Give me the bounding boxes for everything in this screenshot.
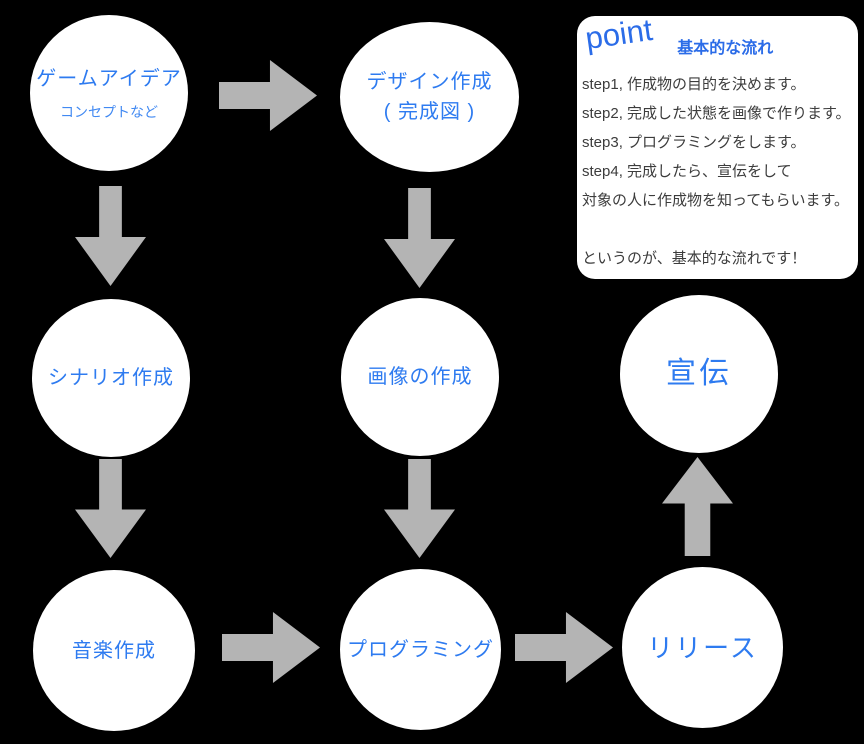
node-release: リリース [622,567,783,728]
point-subtitle: 基本的な流れ [677,40,774,57]
arrow-right-idea-to-design [219,60,317,131]
arrow-down-image-to-programming [384,459,455,558]
node-design: デザイン作成 ( 完成図 ) [340,22,519,172]
point-step-line: step4, 完成したら、宣伝をして [582,163,792,180]
point-steps: step1, 作成物の目的を決めます。 step2, 完成した状態を画像で作りま… [582,70,853,273]
arrow-down-scenario-to-music [75,459,146,558]
node-programming: プログラミング [340,569,501,730]
node-music: 音楽作成 [33,570,195,731]
point-step-line: step3, プログラミングをします。 [582,134,806,151]
node-promotion: 宣伝 [620,295,778,453]
point-title: point [583,11,655,56]
point-step-line: step1, 作成物の目的を決めます。 [582,76,806,93]
point-title-row: point 基本的な流れ [582,12,853,66]
arrow-right-music-to-programming [222,612,320,683]
point-step-line: step2, 完成した状態を画像で作ります。 [582,105,851,122]
node-image-label: 画像の作成 [367,366,473,388]
arrow-up-release-to-promotion [662,457,733,556]
arrow-down-design-to-image [384,188,455,288]
node-image: 画像の作成 [341,298,499,456]
node-game-idea: ゲームアイデア コンセプトなど [30,15,188,171]
node-design-label: デザイン作成 [366,71,493,93]
node-promotion-label: 宣伝 [666,357,732,390]
node-programming-label: プログラミング [347,638,494,661]
point-info-box: point 基本的な流れ step1, 作成物の目的を決めます。 step2, … [577,12,858,279]
arrow-right-programming-to-release [515,612,613,683]
node-release-label: リリース [647,632,758,663]
node-game-idea-label: ゲームアイデア [36,68,182,90]
point-step-line: 対象の人に作成物を知ってもらいます。 [582,192,850,209]
node-scenario: シナリオ作成 [32,299,190,457]
point-step-line-blank [582,215,853,244]
node-design-label-line2: ( 完成図 ) [383,101,476,123]
arrow-down-idea-to-scenario [75,186,146,286]
node-game-idea-sublabel: コンセプトなど [60,104,158,120]
node-scenario-label: シナリオ作成 [48,367,174,389]
node-music-label: 音楽作成 [72,639,156,662]
point-summary-line: というのが、基本的な流れです！ [582,250,807,267]
